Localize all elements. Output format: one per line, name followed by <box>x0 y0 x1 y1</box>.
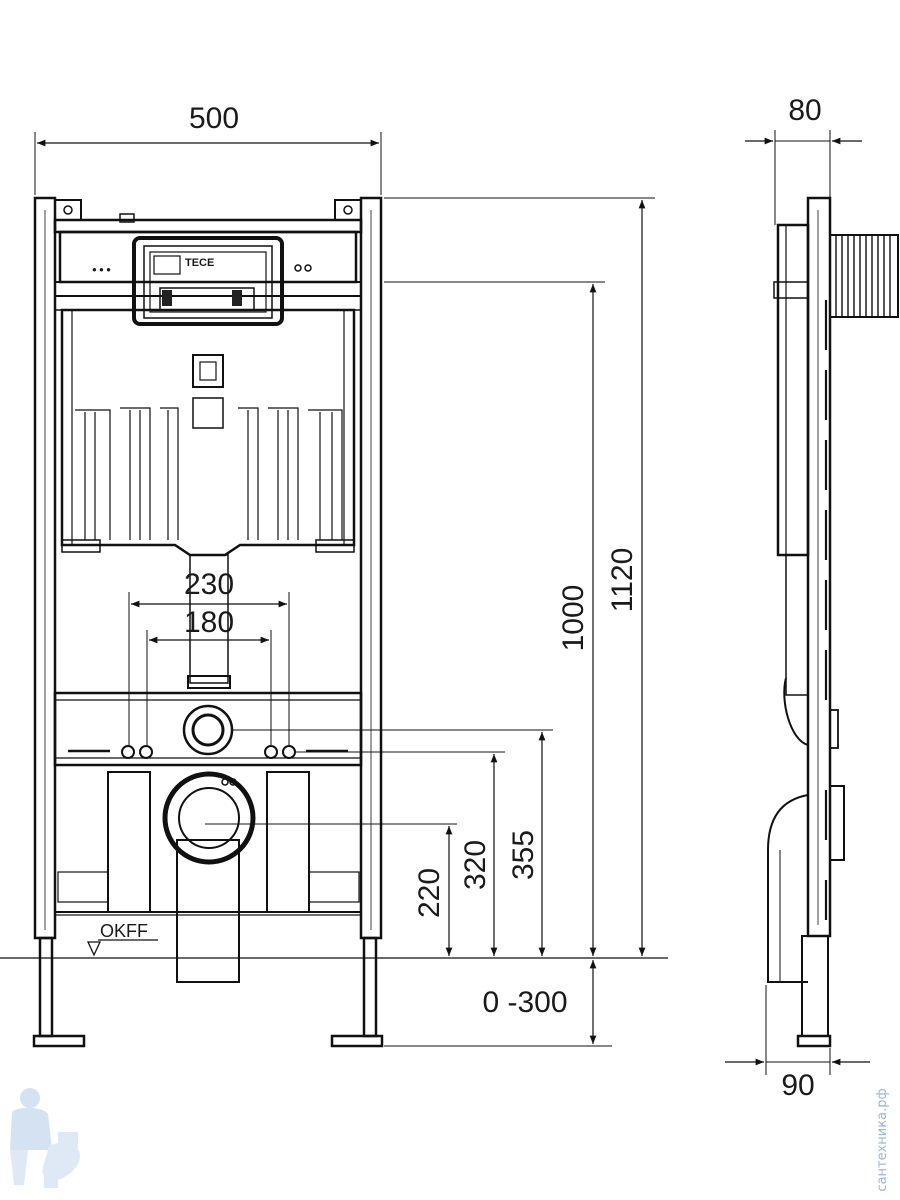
dimension-spacing-inner: 180 <box>184 606 234 639</box>
side-view: 80 90 <box>725 94 899 1102</box>
mounting-bolts <box>121 745 296 759</box>
watermark-text: сантехника.рф <box>875 1088 890 1191</box>
dimension-height-bolts: 320 <box>459 840 492 890</box>
brand-label: TECE <box>185 257 214 269</box>
left-foot <box>32 1034 86 1048</box>
dimension-width-total: 500 <box>189 102 239 135</box>
dimension-leg-range: 0 -300 <box>482 986 567 1019</box>
dimension-height-total: 1120 <box>606 548 639 613</box>
dimension-height-drain: 220 <box>413 868 446 918</box>
flush-plate-opening <box>132 236 284 326</box>
side-cistern <box>776 223 810 557</box>
side-rib-block <box>829 234 899 318</box>
cistern-body <box>60 308 356 557</box>
dimension-height-inlet: 355 <box>507 830 540 880</box>
right-foot <box>330 1034 384 1048</box>
drain-connection <box>162 771 256 865</box>
dimension-depth-bottom: 90 <box>781 1069 814 1102</box>
left-leg <box>38 936 54 1038</box>
watermark-logo <box>10 1088 80 1188</box>
right-leg <box>362 936 378 1038</box>
floor-level-marker-icon <box>86 941 102 957</box>
cistern-ribs <box>75 407 343 540</box>
dimension-depth-top: 80 <box>788 94 821 127</box>
svg-text:● ● ●: ● ● ● <box>92 265 111 274</box>
dimension-height-frame: 1000 <box>557 585 590 652</box>
floor-level-label: OKFF <box>100 921 148 941</box>
side-drain-bend <box>767 794 809 983</box>
front-view: ● ● ● TECE <box>0 196 668 1048</box>
water-inlet <box>182 704 234 756</box>
dimension-spacing-outer: 230 <box>184 568 234 601</box>
drain-pipe <box>176 839 240 983</box>
front-dimensions: 500 230 180 1120 1000 355 320 220 <box>34 102 655 1047</box>
